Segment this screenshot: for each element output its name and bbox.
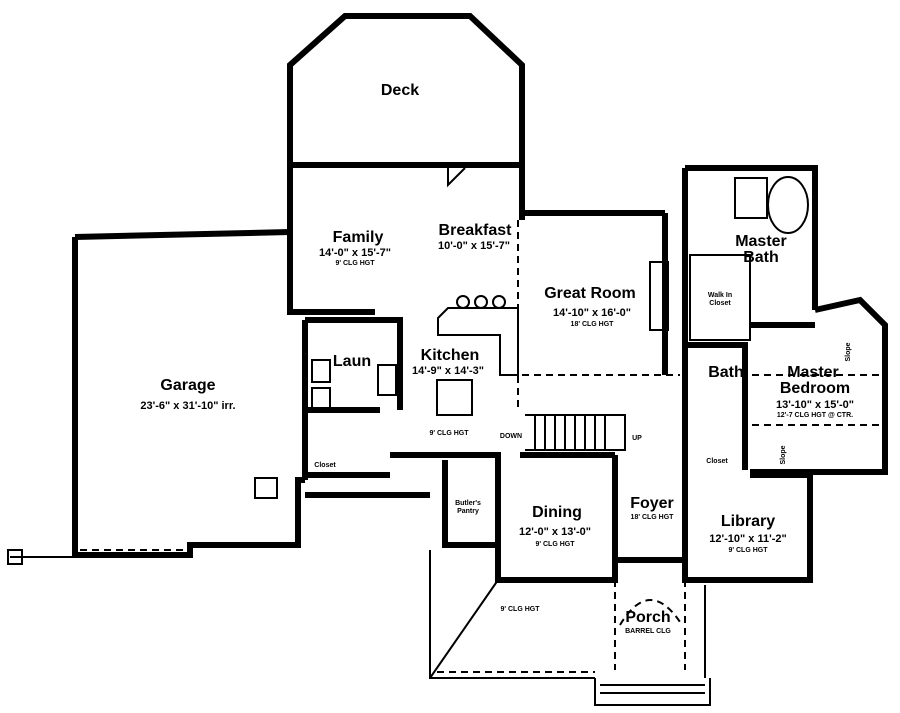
laundry-label: Laun <box>333 353 371 370</box>
kitchen-size: 14'-9" x 14'-3" <box>412 365 484 377</box>
bath-label: Bath <box>708 364 744 381</box>
garage-walls <box>72 229 308 558</box>
dining-label: Dining <box>532 504 582 521</box>
dining-size: 12'-0" x 13'-0" <box>519 526 591 538</box>
master-bedroom-ceiling: 12'-7 CLG HGT @ CTR. <box>777 412 853 419</box>
kitchen-label: Kitchen <box>421 347 480 364</box>
stairs-down-label: DOWN <box>500 433 522 440</box>
master-suite-walls <box>682 165 888 475</box>
slope-label: Slope <box>780 445 787 464</box>
master-bedroom-label: Master <box>787 364 839 381</box>
bathtub-icon <box>767 176 809 234</box>
deck-label: Deck <box>381 82 419 99</box>
master-bedroom-label-2: Bedroom <box>780 380 850 397</box>
walk-in-closet-outline <box>689 254 751 341</box>
slope-label: Slope <box>845 342 852 361</box>
family-ceiling: 9' CLG HGT <box>336 260 376 267</box>
porch-ceiling: BARREL CLG <box>625 628 671 635</box>
barrel-ceiling-arc <box>619 599 683 626</box>
bar-stool-icon <box>456 295 470 309</box>
porch-label: Porch <box>625 609 670 626</box>
closet-right-label: Closet <box>706 458 728 465</box>
stairs <box>525 414 626 451</box>
family-label: Family <box>333 229 384 246</box>
bar-stool-icon <box>474 295 488 309</box>
closet-left-label: Closet <box>314 462 336 469</box>
library-size: 12'-10" x 11'-2" <box>709 533 786 545</box>
library-label: Library <box>721 513 775 530</box>
library-ceiling: 9' CLG HGT <box>729 547 769 554</box>
garage-post <box>7 549 23 565</box>
butlers-pantry-label: Butler's <box>455 500 481 507</box>
breakfast-door-icon <box>447 167 466 188</box>
butlers-pantry-wall <box>442 460 498 548</box>
shower-icon <box>734 177 768 219</box>
deck-outline <box>287 13 525 165</box>
walk-in-closet-label: Walk In <box>708 292 732 299</box>
fireplace-icon <box>649 261 669 331</box>
stairs-up-label: UP <box>632 435 642 442</box>
master-bedroom-dash <box>752 374 882 426</box>
front-steps <box>594 678 711 706</box>
breakfast-label: Breakfast <box>439 222 513 239</box>
master-bath-label: Master <box>735 233 787 250</box>
kitchen-ceiling: 9' CLG HGT <box>430 430 470 437</box>
walk-in-closet-label-2: Closet <box>709 300 731 307</box>
great-room-size: 14'-10" x 16'-0" <box>553 307 631 319</box>
breakfast-size: 10'-0" x 15'-7" <box>438 240 510 252</box>
family-size: 14'-0" x 15'-7" <box>319 247 391 259</box>
garage-label: Garage <box>160 377 215 394</box>
garage-size: 23'-6" x 31'-10" irr. <box>140 400 235 412</box>
garage-fixture <box>254 477 278 499</box>
laundry-walls <box>305 317 403 478</box>
kitchen-island <box>436 379 473 416</box>
dryer-icon <box>311 387 331 409</box>
front-porch-outline <box>614 580 686 670</box>
foyer-ceiling: 18' CLG HGT <box>631 514 675 521</box>
bar-stool-icon <box>492 295 506 309</box>
stove-icon <box>377 364 397 396</box>
butlers-pantry-label-2: Pantry <box>457 508 479 515</box>
foyer-label: Foyer <box>630 495 674 512</box>
great-room-label: Great Room <box>544 285 636 302</box>
master-bath-label-2: Bath <box>743 249 779 266</box>
washer-icon <box>311 359 331 383</box>
dining-ceiling: 9' CLG HGT <box>536 541 576 548</box>
master-bedroom-size: 13'-10" x 15'-0" <box>776 399 854 411</box>
side-porch-ceiling: 9' CLG HGT <box>501 606 541 613</box>
great-room-divider <box>517 220 680 410</box>
great-room-walls <box>522 210 668 375</box>
side-porch-outline <box>429 550 595 679</box>
great-room-ceiling: 18' CLG HGT <box>571 321 615 328</box>
